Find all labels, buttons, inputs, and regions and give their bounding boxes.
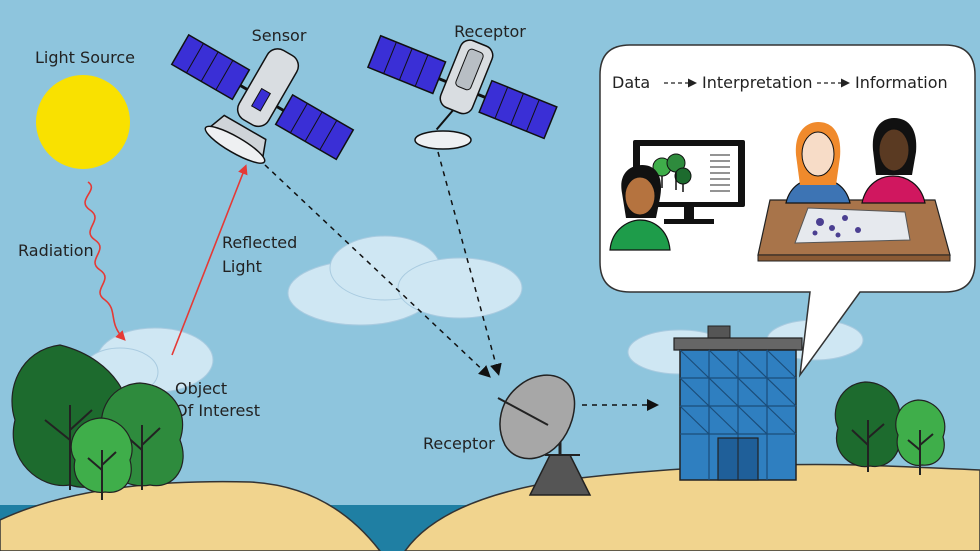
radiation-label: Radiation bbox=[18, 241, 94, 260]
light-source-label: Light Source bbox=[35, 48, 135, 67]
receptor-dish-label: Receptor bbox=[423, 434, 495, 453]
building-icon bbox=[673, 325, 803, 481]
flow-data-label: Data bbox=[612, 73, 650, 92]
tree-icon bbox=[895, 399, 946, 475]
object-label-line1: Object bbox=[175, 379, 227, 398]
sun-icon bbox=[36, 75, 130, 169]
cloud-icon bbox=[287, 235, 523, 326]
receptor-satellite-dish bbox=[414, 130, 472, 150]
tree-icon bbox=[70, 417, 133, 500]
flow-information-label: Information bbox=[855, 73, 948, 92]
flow-interpretation-label: Interpretation bbox=[702, 73, 813, 92]
person-icon bbox=[785, 122, 851, 204]
sensor-to-dish-arrow bbox=[264, 164, 491, 378]
reflected-light-label-line1: Reflected bbox=[222, 233, 297, 252]
tree-icon bbox=[834, 381, 901, 472]
person-icon bbox=[861, 118, 926, 204]
radiation-arrow bbox=[84, 181, 126, 341]
satellite-receptor-icon bbox=[366, 34, 558, 140]
dish-antenna-icon bbox=[497, 374, 592, 496]
object-label-line2: Of Interest bbox=[175, 401, 260, 420]
reflected-light-arrow bbox=[171, 164, 248, 356]
ground-left bbox=[0, 480, 381, 551]
reflected-light-label-line2: Light bbox=[222, 257, 262, 276]
satellite-to-dish-arrow bbox=[437, 151, 502, 376]
satellite-sensor-icon bbox=[170, 33, 355, 164]
map-icon bbox=[794, 207, 911, 244]
document-lines bbox=[710, 154, 730, 192]
sensor-label: Sensor bbox=[252, 26, 307, 45]
receptor-satellite-label: Receptor bbox=[454, 22, 526, 41]
person-icon bbox=[609, 165, 671, 251]
tree-icon bbox=[652, 153, 692, 192]
